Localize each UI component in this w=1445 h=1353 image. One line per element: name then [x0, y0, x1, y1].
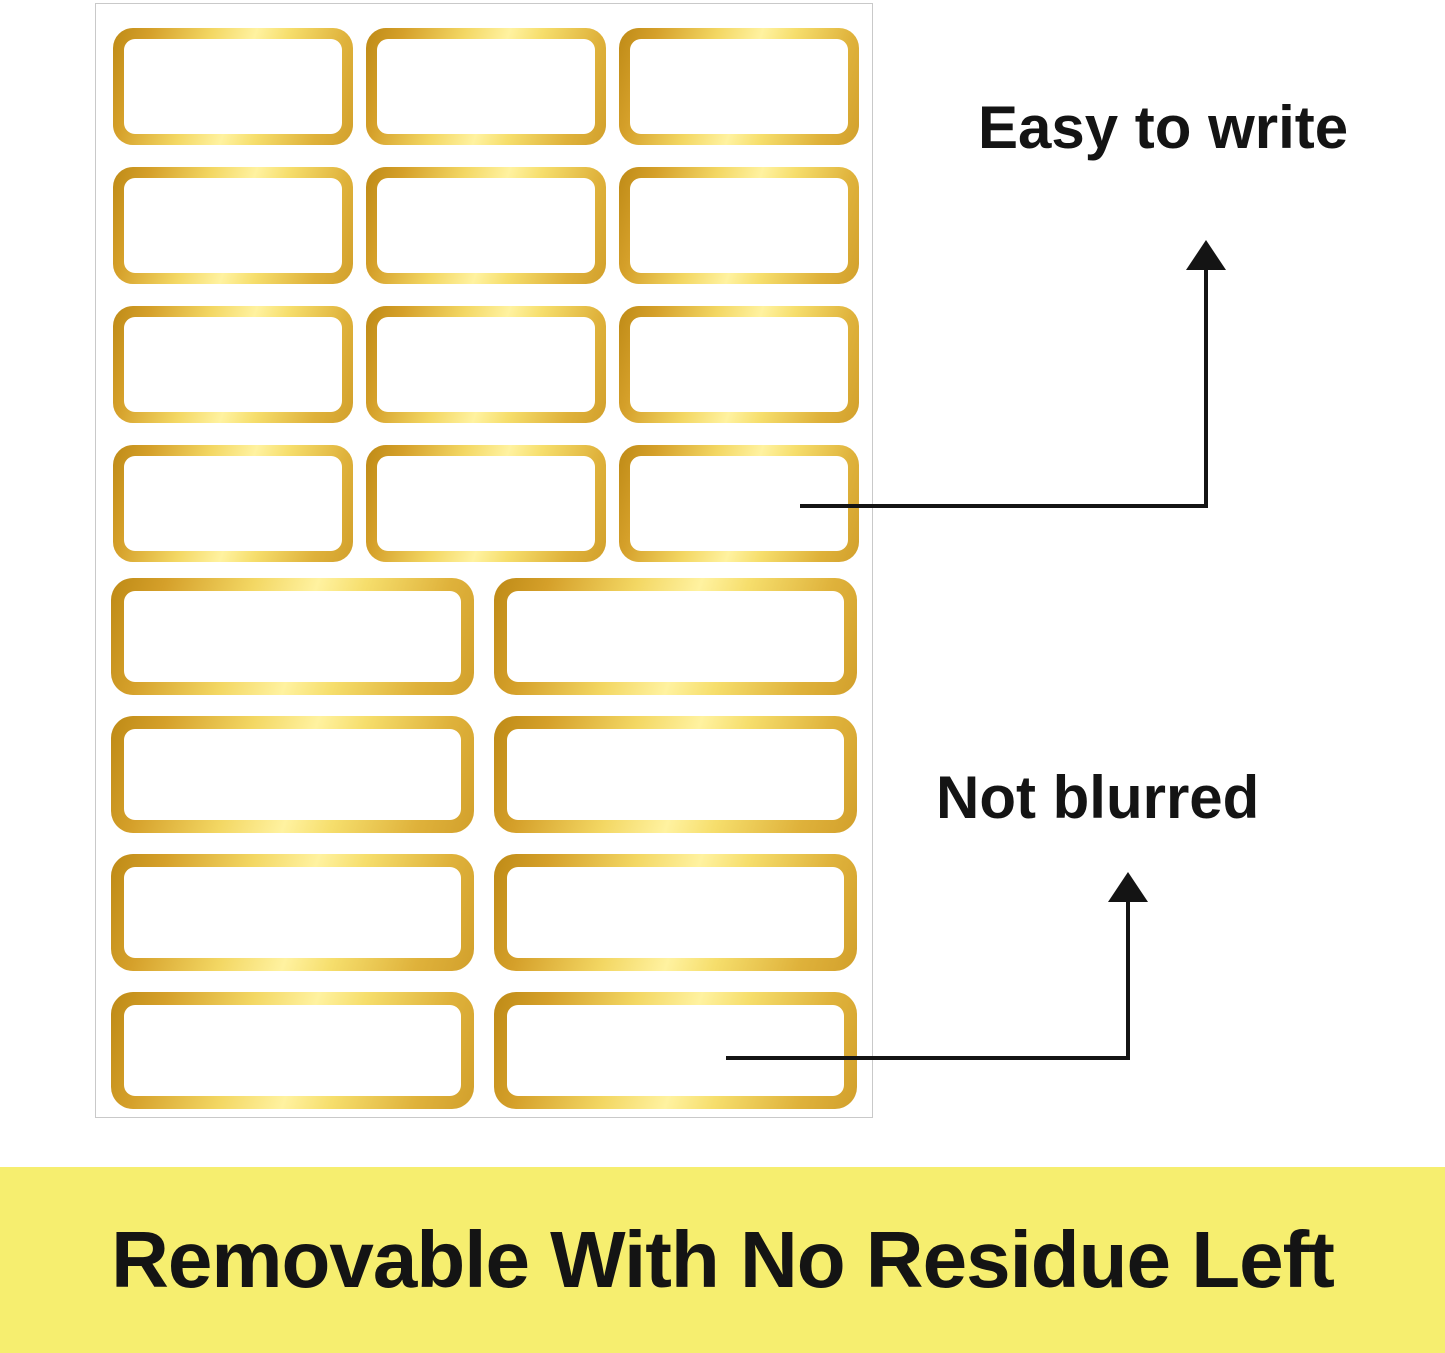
arrow-up-icon: [1186, 240, 1226, 270]
blank-label-small: [366, 306, 606, 423]
label-writing-area: [377, 456, 595, 551]
small-labels-grid: [113, 28, 859, 562]
label-writing-area: [377, 39, 595, 134]
label-writing-area: [507, 591, 844, 682]
blank-label-small: [113, 167, 353, 284]
blank-label-small: [619, 28, 859, 145]
blank-label-small: [619, 306, 859, 423]
not-blurred-callout-text: Not blurred: [936, 764, 1260, 831]
label-writing-area: [630, 456, 848, 551]
easy-to-write-arrow-vertical-line: [1204, 264, 1208, 508]
label-writing-area: [377, 178, 595, 273]
label-writing-area: [630, 39, 848, 134]
label-writing-area: [630, 178, 848, 273]
label-writing-area: [630, 317, 848, 412]
label-writing-area: [124, 867, 461, 958]
blank-label-wide: [494, 854, 857, 971]
bottom-banner: Removable With No Residue Left: [0, 1167, 1445, 1353]
blank-label-small: [113, 306, 353, 423]
sticker-sheet: [95, 3, 873, 1118]
label-writing-area: [124, 178, 342, 273]
blank-label-small: [366, 28, 606, 145]
label-writing-area: [124, 317, 342, 412]
blank-label-small: [366, 445, 606, 562]
not-blurred-arrow-vertical-line: [1126, 898, 1130, 1060]
blank-label-wide: [494, 716, 857, 833]
blank-label-small: [619, 445, 859, 562]
blank-label-small: [113, 445, 353, 562]
label-writing-area: [507, 867, 844, 958]
label-writing-area: [507, 1005, 844, 1096]
label-writing-area: [124, 456, 342, 551]
label-writing-area: [124, 39, 342, 134]
banner-text: Removable With No Residue Left: [111, 1215, 1335, 1304]
blank-label-small: [619, 167, 859, 284]
easy-to-write-arrow-horizontal-line: [800, 504, 1208, 508]
blank-label-small: [366, 167, 606, 284]
label-writing-area: [124, 729, 461, 820]
blank-label-wide: [494, 578, 857, 695]
blank-label-wide: [111, 578, 474, 695]
arrow-up-icon: [1108, 872, 1148, 902]
label-writing-area: [124, 1005, 461, 1096]
label-writing-area: [507, 729, 844, 820]
label-writing-area: [377, 317, 595, 412]
wide-labels-grid: [111, 578, 857, 1109]
blank-label-wide: [494, 992, 857, 1109]
blank-label-wide: [111, 716, 474, 833]
blank-label-wide: [111, 992, 474, 1109]
blank-label-small: [113, 28, 353, 145]
label-writing-area: [124, 591, 461, 682]
blank-label-wide: [111, 854, 474, 971]
not-blurred-arrow-horizontal-line: [726, 1056, 1130, 1060]
easy-to-write-callout-text: Easy to write: [978, 94, 1349, 161]
